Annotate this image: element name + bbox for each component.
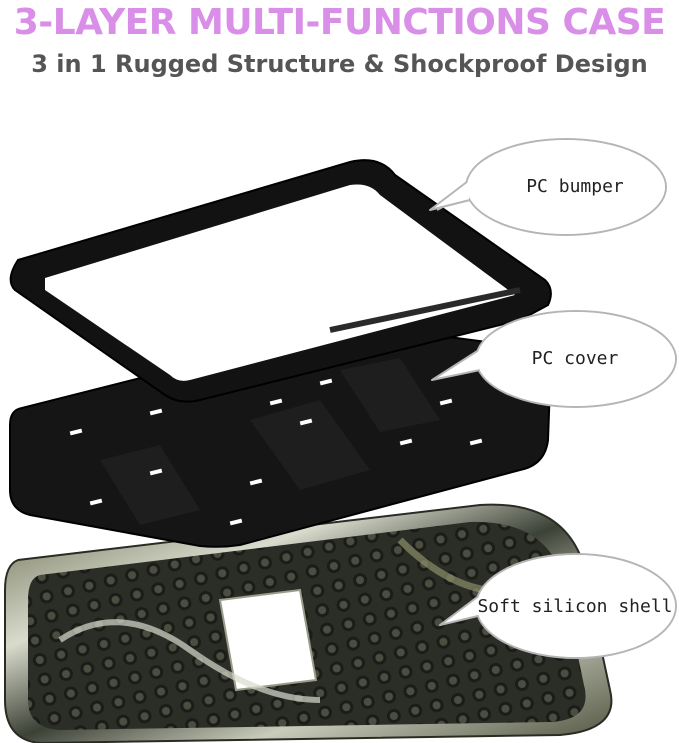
callout-pc-cover: PC cover bbox=[431, 310, 677, 408]
silicon-shell-layer bbox=[4, 503, 613, 743]
callout-soft-silicon-shell: Soft silicon shell bbox=[439, 553, 677, 659]
callout-label: PC bumper bbox=[526, 176, 624, 197]
headline: 3-LAYER MULTI-FUNCTIONS CASE bbox=[13, 2, 666, 43]
callout-label: PC cover bbox=[532, 348, 619, 369]
pc-bumper-layer bbox=[9, 159, 552, 403]
callout-label: Soft silicon shell bbox=[477, 596, 672, 617]
subheadline: 3 in 1 Rugged Structure & Shockproof Des… bbox=[31, 50, 648, 78]
callout-pc-bumper: PC bumper bbox=[429, 138, 667, 236]
